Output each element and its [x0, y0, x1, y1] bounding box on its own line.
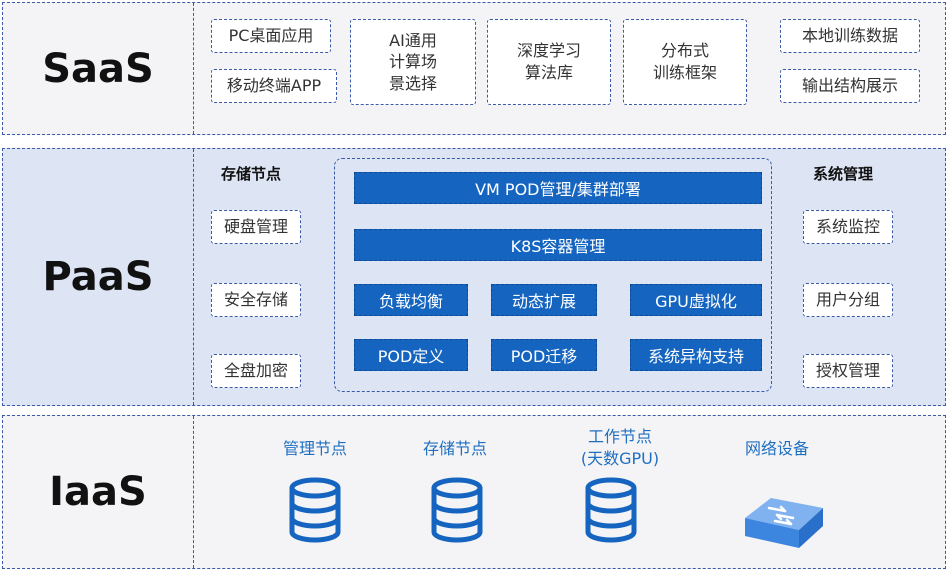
- iaas-node-management-label: 管理节点: [282, 439, 347, 458]
- storage-item-disk-encryption: 全盘加密: [211, 354, 301, 388]
- paas-layer: PaaS 存储节点 硬盘管理 安全存储 全盘加密 VM POD管理/集群部署 K…: [2, 148, 946, 406]
- system-item-user-groups: 用户分组: [803, 283, 893, 317]
- iaas-layer: IaaS 管理节点 存储节点 工作节点 (天数GPU) 网络设备: [2, 415, 946, 569]
- core-bar-k8s: K8S容器管理: [354, 229, 762, 261]
- paas-title: PaaS: [42, 254, 154, 300]
- paas-core-panel: VM POD管理/集群部署 K8S容器管理 负载均衡 动态扩展 GPU虚拟化 P…: [334, 158, 772, 392]
- saas-title: SaaS: [42, 45, 154, 92]
- system-item-monitoring: 系统监控: [803, 210, 893, 244]
- saas-item-local-data: 本地训练数据: [780, 19, 920, 53]
- storage-item-secure-storage: 安全存储: [211, 283, 301, 317]
- storage-heading: 存储节点: [221, 165, 282, 183]
- database-icon: [431, 477, 483, 543]
- saas-item-ai-scene: AI通用 计算场 景选择: [350, 19, 476, 105]
- core-item-pod-migration: POD迁移: [491, 339, 597, 371]
- storage-item-disk-mgmt: 硬盘管理: [211, 210, 301, 244]
- iaas-label-cell: IaaS: [3, 416, 194, 568]
- core-item-pod-definition: POD定义: [354, 339, 468, 371]
- saas-item-distributed-framework: 分布式 训练框架: [623, 19, 747, 105]
- saas-item-pc-app: PC桌面应用: [211, 19, 331, 53]
- saas-layer: SaaS PC桌面应用 移动终端APP AI通用 计算场 景选择 深度学习 算法…: [2, 2, 946, 135]
- iaas-node-network-label: 网络设备: [744, 439, 809, 458]
- database-icon: [289, 477, 341, 543]
- saas-item-output-display: 输出结构展示: [780, 69, 920, 103]
- core-item-load-balance: 负载均衡: [354, 284, 468, 316]
- network-switch-icon: [745, 498, 823, 548]
- paas-label-cell: PaaS: [3, 149, 194, 405]
- system-item-authorization: 授权管理: [803, 354, 893, 388]
- saas-label-cell: SaaS: [3, 3, 194, 134]
- core-item-dynamic-scale: 动态扩展: [491, 284, 597, 316]
- core-item-heterogeneous: 系统异构支持: [630, 339, 762, 371]
- core-bar-vm-pod: VM POD管理/集群部署: [354, 172, 762, 204]
- saas-item-mobile-app: 移动终端APP: [211, 69, 337, 103]
- iaas-node-storage-label: 存储节点: [422, 439, 487, 458]
- database-icon: [585, 477, 637, 543]
- iaas-title: IaaS: [49, 469, 147, 515]
- saas-item-dl-library: 深度学习 算法库: [487, 19, 611, 105]
- iaas-node-worker-label: 工作节点 (天数GPU): [580, 427, 660, 468]
- core-item-gpu-virtualization: GPU虚拟化: [630, 284, 762, 316]
- system-heading: 系统管理: [813, 165, 874, 183]
